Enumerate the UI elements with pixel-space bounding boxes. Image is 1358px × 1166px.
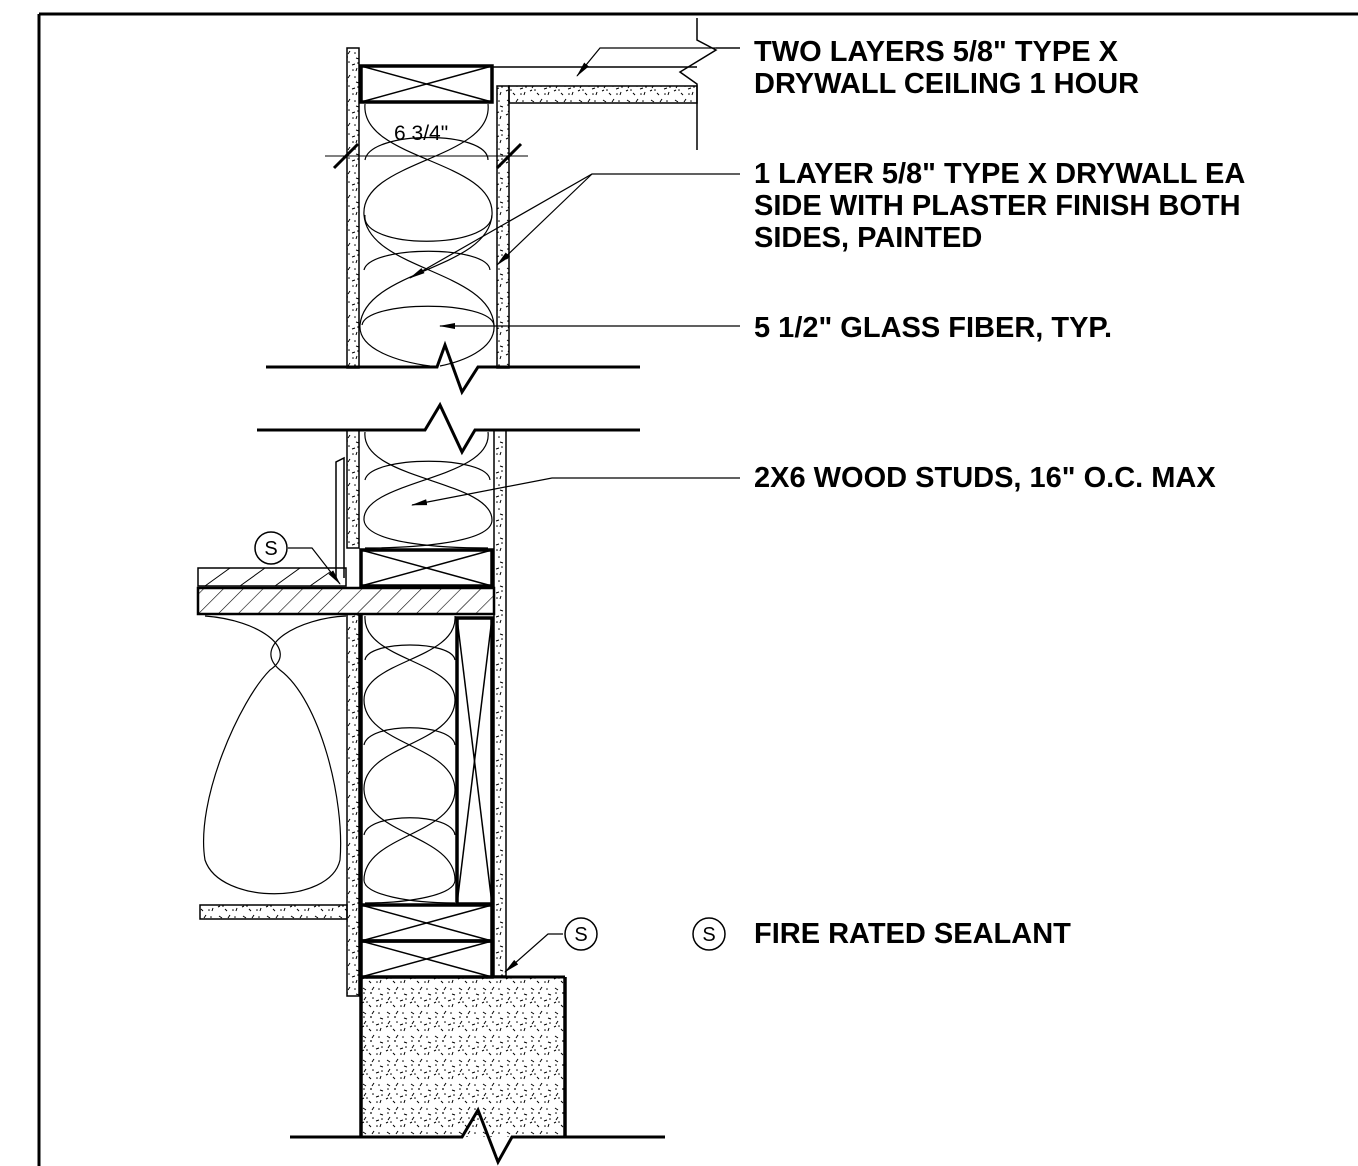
baseboard-trim	[335, 456, 345, 578]
sealant-symbol-legend-letter: S	[702, 924, 715, 946]
insulation-lower	[363, 615, 456, 904]
note-drywall-line1: 1 LAYER 5/8" TYPE X DRYWALL EA	[754, 158, 1246, 190]
note-ceiling: TWO LAYERS 5/8" TYPE X DRYWALL CEILING 1…	[754, 36, 1139, 100]
note-sealant-legend-text: FIRE RATED SEALANT	[754, 918, 1071, 950]
leader-studs	[411, 477, 740, 506]
mid-plate	[359, 548, 494, 588]
floor-insulation	[203, 615, 347, 895]
dimension-label: 6 3/4"	[394, 122, 448, 145]
foundation-break-line	[290, 1106, 665, 1166]
upper-wall	[325, 18, 718, 369]
drywall-left-lower	[346, 613, 360, 997]
sealant-symbol-floor: S	[254, 531, 288, 565]
drawing-frame	[37, 12, 1358, 1166]
break-line-upper	[266, 340, 640, 396]
leader-drywall-2	[496, 173, 593, 266]
note-ceiling-line2: DRYWALL CEILING 1 HOUR	[754, 68, 1140, 100]
note-sealant-legend: FIRE RATED SEALANT	[754, 918, 1071, 950]
lower-wall-bottom	[346, 613, 494, 997]
lower-wall	[335, 429, 507, 977]
ceiling-drywall	[508, 85, 698, 104]
concrete-foundation	[290, 975, 665, 1166]
leader-sealant-bottom	[504, 933, 563, 973]
ceiling-break-line	[678, 18, 718, 150]
ceiling-drywall-below	[199, 904, 348, 920]
drywall-right-full	[493, 429, 507, 977]
note-insulation: 5 1/2" GLASS FIBER, TYP.	[754, 312, 1112, 344]
floor-assembly	[196, 567, 496, 920]
sealant-symbol-sill-letter: S	[574, 924, 587, 946]
insulation-upper	[359, 103, 495, 367]
subfloor	[196, 586, 496, 616]
insulation-middle	[363, 431, 493, 549]
note-drywall-line2: SIDE WITH PLASTER FINISH BOTH	[754, 190, 1241, 222]
note-drywall-line3: SIDES, PAINTED	[754, 222, 983, 254]
sealant-symbol-legend: S	[692, 917, 726, 951]
leader-ceiling	[576, 47, 740, 77]
note-insulation-text: 5 1/2" GLASS FIBER, TYP.	[754, 312, 1113, 344]
break-line-lower	[257, 401, 640, 456]
note-ceiling-line1: TWO LAYERS 5/8" TYPE X	[754, 36, 1118, 68]
note-studs: 2X6 WOOD STUDS, 16" O.C. MAX	[754, 462, 1216, 494]
drywall-left-middle	[346, 429, 360, 549]
note-studs-text: 2X6 WOOD STUDS, 16" O.C. MAX	[754, 462, 1216, 494]
drywall-left-upper	[346, 47, 360, 369]
leaders	[288, 47, 740, 973]
note-drywall: 1 LAYER 5/8" TYPE X DRYWALL EA SIDE WITH…	[754, 158, 1245, 254]
top-plate	[359, 64, 494, 104]
leader-sealant-top	[288, 547, 341, 585]
sealant-symbol-sill: S	[564, 917, 598, 951]
sealant-symbol-floor-letter: S	[264, 538, 277, 560]
floor-finish	[197, 567, 347, 587]
